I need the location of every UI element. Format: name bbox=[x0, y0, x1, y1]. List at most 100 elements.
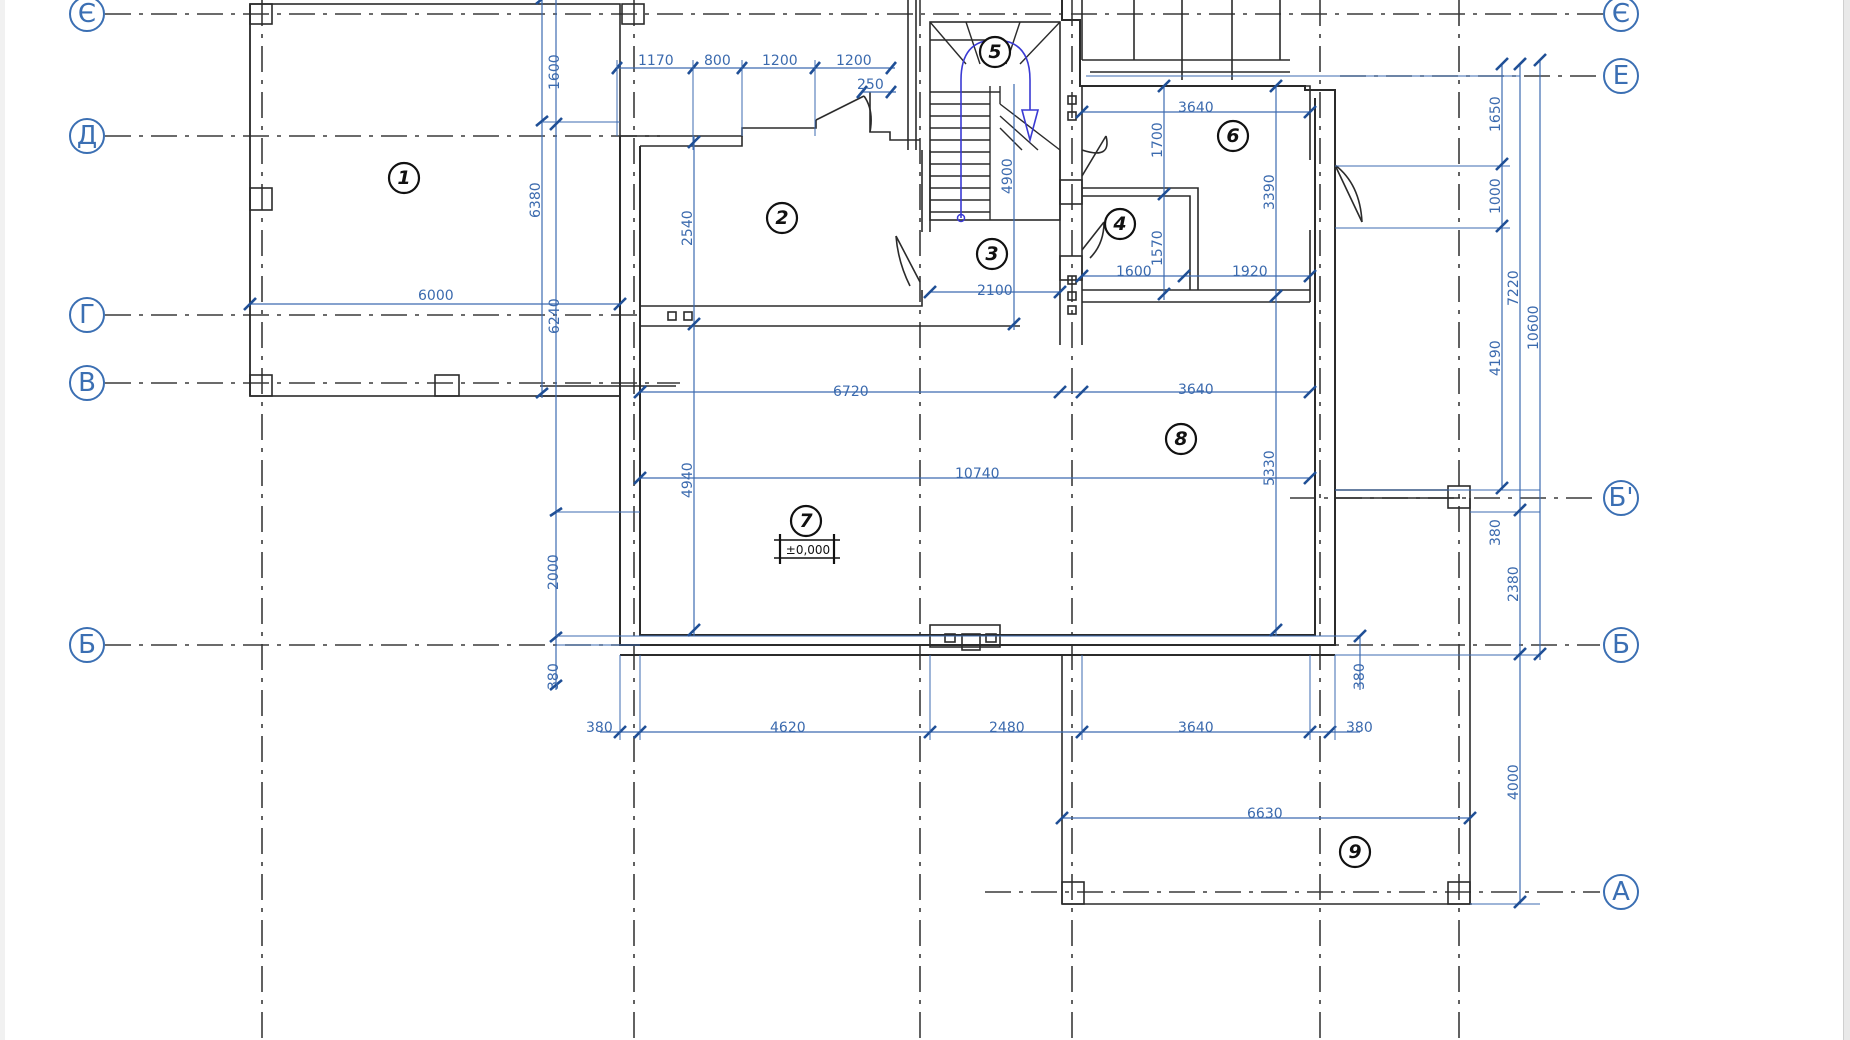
room-marker-3: 3 bbox=[975, 237, 1009, 271]
dim-1570: 1570 bbox=[1150, 230, 1166, 266]
axis-bubble-right-a: А bbox=[1603, 874, 1639, 910]
room-markers: 1 2 3 4 5 6 7 8 9 bbox=[387, 35, 1372, 869]
svg-text:Є: Є bbox=[78, 0, 96, 29]
dim-1920: 1920 bbox=[1232, 264, 1268, 280]
svg-text:8: 8 bbox=[1174, 428, 1187, 450]
svg-text:Б: Б bbox=[1612, 630, 1630, 660]
room-marker-1: 1 bbox=[387, 161, 421, 195]
terrace-9-outline bbox=[1061, 485, 1472, 905]
column bbox=[434, 374, 460, 397]
dim-1200: 1200 bbox=[836, 53, 872, 69]
svg-text:Б': Б' bbox=[1609, 483, 1634, 513]
dim-1650: 1650 bbox=[1488, 96, 1504, 132]
svg-text:2: 2 bbox=[775, 207, 788, 229]
svg-text:4: 4 bbox=[1112, 213, 1126, 235]
svg-text:Б: Б bbox=[78, 630, 96, 660]
column bbox=[1447, 485, 1471, 509]
dim-1600-horizontal: 1600 bbox=[1116, 264, 1152, 280]
dim-380-right: 380 bbox=[1488, 519, 1504, 546]
dim-1170: 1170 bbox=[638, 53, 674, 69]
dim-4940: 4940 bbox=[680, 462, 696, 498]
dim-800: 800 bbox=[704, 53, 731, 69]
dim-6720: 6720 bbox=[833, 384, 869, 400]
level-mark: ±0,000 bbox=[774, 534, 840, 564]
axis-bubbles: Є Є Е Д Г В Б' Б Б А bbox=[69, 0, 1639, 910]
dim-380-vertical: 380 bbox=[546, 663, 562, 690]
dim-2100: 2100 bbox=[977, 283, 1013, 299]
axis-bubble-right-ye: Є bbox=[1603, 0, 1639, 32]
dim-6240: 6240 bbox=[547, 298, 563, 334]
svg-text:6: 6 bbox=[1226, 125, 1239, 147]
svg-text:В: В bbox=[78, 368, 96, 398]
dim-2540: 2540 bbox=[680, 210, 696, 246]
room-marker-5: 5 bbox=[978, 35, 1012, 69]
dim-6380: 6380 bbox=[528, 182, 544, 218]
dim-4900: 4900 bbox=[1000, 158, 1016, 194]
svg-text:7: 7 bbox=[799, 510, 813, 532]
dim-3390: 3390 bbox=[1262, 174, 1278, 210]
dim-1600-vertical: 1600 bbox=[547, 54, 563, 90]
dim-1700: 1700 bbox=[1150, 122, 1166, 158]
svg-text:Д: Д bbox=[77, 121, 97, 151]
doors bbox=[815, 95, 1363, 287]
dim-2480: 2480 bbox=[989, 720, 1025, 736]
axis-grid bbox=[105, 0, 1605, 1040]
dimension-lines bbox=[243, 0, 1547, 909]
axis-bubble-left-v: В bbox=[69, 365, 105, 401]
svg-text:9: 9 bbox=[1348, 841, 1361, 863]
svg-text:1: 1 bbox=[397, 167, 410, 189]
room-marker-9: 9 bbox=[1338, 835, 1372, 869]
dim-380: 380 bbox=[586, 720, 613, 736]
dim-4620: 4620 bbox=[770, 720, 806, 736]
dim-380: 380 bbox=[1346, 720, 1373, 736]
level-mark-label: ±0,000 bbox=[786, 543, 830, 557]
svg-text:А: А bbox=[1612, 877, 1630, 907]
dim-3640-bottom: 3640 bbox=[1178, 720, 1214, 736]
column bbox=[1447, 881, 1471, 905]
dim-3640-top: 3640 bbox=[1178, 100, 1214, 116]
room-marker-8: 8 bbox=[1164, 422, 1198, 456]
vertical-scrollbar[interactable] bbox=[1843, 0, 1850, 1040]
dim-4000: 4000 bbox=[1506, 764, 1522, 800]
dim-10600: 10600 bbox=[1526, 305, 1542, 350]
axis-bubble-right-b-prime: Б' bbox=[1603, 480, 1639, 516]
axis-bubble-left-g: Г bbox=[69, 297, 105, 333]
column bbox=[621, 3, 645, 25]
svg-text:3: 3 bbox=[985, 243, 998, 265]
dim-3640-mid: 3640 bbox=[1178, 382, 1214, 398]
column bbox=[249, 187, 273, 211]
room-marker-4: 4 bbox=[1103, 207, 1137, 241]
svg-text:Г: Г bbox=[79, 300, 95, 330]
dim-2000: 2000 bbox=[546, 554, 562, 590]
column bbox=[249, 3, 273, 25]
dim-1000: 1000 bbox=[1488, 178, 1504, 214]
dim-1200: 1200 bbox=[762, 53, 798, 69]
column bbox=[249, 374, 273, 397]
svg-text:Є: Є bbox=[1612, 0, 1630, 29]
room-marker-2: 2 bbox=[765, 201, 799, 235]
dim-5330: 5330 bbox=[1262, 450, 1278, 486]
axis-bubble-right-e: Е bbox=[1603, 58, 1639, 94]
axis-bubble-left-ye: Є bbox=[69, 0, 105, 32]
dimension-labels: 1170 800 1200 1200 250 1600 6380 6000 62… bbox=[418, 53, 1542, 822]
dim-7220: 7220 bbox=[1506, 270, 1522, 306]
room-marker-7: 7 bbox=[789, 504, 823, 538]
axis-bubble-right-b: Б bbox=[1603, 627, 1639, 663]
column bbox=[1061, 881, 1085, 905]
room-marker-6: 6 bbox=[1216, 119, 1250, 153]
dim-4190: 4190 bbox=[1488, 340, 1504, 376]
dim-6000: 6000 bbox=[418, 288, 454, 304]
axis-bubble-left-d: Д bbox=[69, 118, 105, 154]
axis-bubble-left-b: Б bbox=[69, 627, 105, 663]
dim-250: 250 bbox=[857, 77, 884, 93]
dim-6630: 6630 bbox=[1247, 806, 1283, 822]
svg-text:5: 5 bbox=[988, 41, 1001, 63]
dim-380-vertical-right: 380 bbox=[1352, 663, 1368, 690]
terrace-1-outline bbox=[249, 3, 676, 397]
dim-10740: 10740 bbox=[955, 466, 1000, 482]
dim-2380: 2380 bbox=[1506, 566, 1522, 602]
house-walls bbox=[619, 0, 1460, 656]
window-left-edge bbox=[0, 0, 5, 1040]
svg-text:Е: Е bbox=[1613, 61, 1629, 91]
